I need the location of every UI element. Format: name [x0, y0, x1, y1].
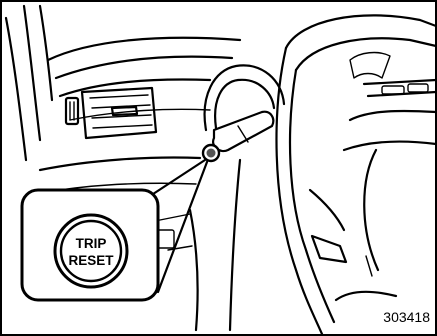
trip-reset-button-inner: [61, 221, 121, 281]
figure-code: 303418: [383, 309, 430, 325]
button-label-line2: RESET: [68, 253, 114, 268]
callout-box: TRIP RESET: [22, 190, 158, 300]
button-dot: [207, 149, 216, 158]
trip-reset-button-location: [203, 145, 219, 161]
button-label-line1: TRIP: [76, 236, 107, 251]
